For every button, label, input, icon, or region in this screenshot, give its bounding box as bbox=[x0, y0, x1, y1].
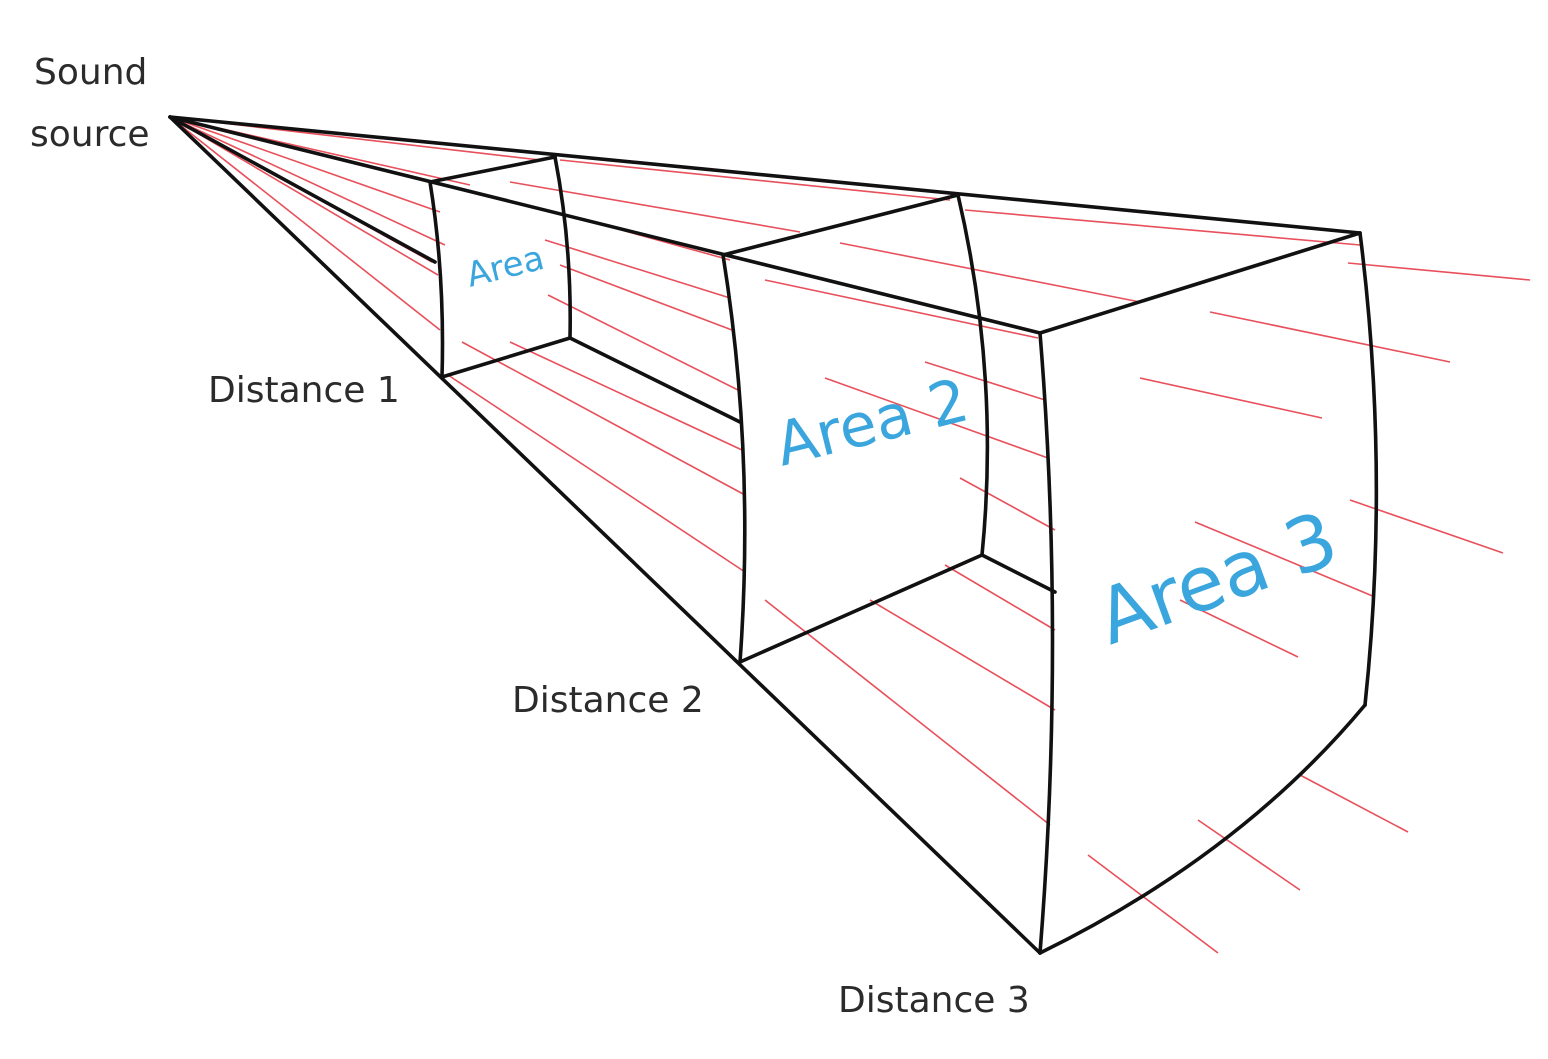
inner-edge-lower-3 bbox=[980, 553, 1057, 594]
sound-ray bbox=[1197, 819, 1301, 891]
box2-bottom-edge bbox=[738, 553, 984, 664]
sound-ray bbox=[1299, 774, 1409, 833]
box2-front-face bbox=[721, 253, 747, 664]
area-1-label: Area bbox=[463, 238, 549, 296]
distance-2-label: Distance 2 bbox=[512, 680, 704, 721]
sound-ray bbox=[559, 264, 733, 331]
sound-ray bbox=[169, 116, 446, 246]
sound-ray bbox=[509, 181, 801, 233]
sound-ray bbox=[964, 209, 1361, 246]
sound-ray bbox=[764, 279, 1039, 339]
sound-ray bbox=[559, 159, 951, 201]
area-3-label: Area 3 bbox=[1086, 494, 1349, 662]
sound-ray bbox=[1209, 311, 1451, 363]
outer-edge-top bbox=[168, 115, 1362, 235]
labels: Sound source Distance 1 Distance 2 Dista… bbox=[30, 52, 1349, 1021]
box1-bottom-edge bbox=[440, 336, 572, 379]
sound-ray bbox=[1087, 854, 1219, 954]
inner-edge-lower-2 bbox=[568, 336, 742, 424]
box3-right-edge bbox=[1358, 231, 1379, 707]
sound-rays bbox=[169, 116, 1531, 954]
sound-ray bbox=[1179, 599, 1299, 658]
sound-ray bbox=[1194, 521, 1376, 598]
box1-top-edge bbox=[428, 155, 557, 184]
sound-ray bbox=[1347, 262, 1531, 281]
sound-ray bbox=[869, 599, 1056, 711]
sound-ray bbox=[839, 242, 1141, 303]
outer-edge-bottom bbox=[168, 115, 1042, 955]
sound-ray bbox=[509, 341, 743, 451]
distance-1-label: Distance 1 bbox=[208, 370, 400, 411]
sound-ray bbox=[544, 239, 731, 299]
area-2-label: Area 2 bbox=[769, 365, 975, 480]
sound-ray bbox=[824, 377, 1049, 459]
sound-ray bbox=[547, 294, 739, 391]
sound-ray bbox=[461, 341, 746, 496]
box3-front-left bbox=[1038, 331, 1055, 955]
box3-top-edge bbox=[1038, 231, 1362, 335]
sound-ray bbox=[1139, 377, 1323, 419]
inner-edge-lower bbox=[168, 115, 437, 264]
sound-ray bbox=[447, 374, 746, 573]
box1-front-face bbox=[428, 180, 445, 379]
box2-back-edge bbox=[956, 193, 990, 557]
sound-ray bbox=[1349, 499, 1504, 554]
sound-ray bbox=[959, 477, 1056, 531]
sound-ray bbox=[169, 116, 441, 213]
distance-3-label: Distance 3 bbox=[838, 980, 1030, 1021]
box2-top-edge bbox=[721, 193, 960, 257]
box1-back-edge bbox=[553, 155, 572, 340]
sound-source-label-line1: Sound bbox=[34, 52, 147, 93]
sound-ray bbox=[169, 116, 441, 331]
inner-edge-upper bbox=[168, 115, 1042, 335]
sound-source-label-line2: source bbox=[30, 114, 150, 155]
sound-ray bbox=[764, 599, 1051, 826]
box3-bottom-edge bbox=[1038, 703, 1367, 955]
frustum-edges bbox=[168, 115, 1379, 955]
sound-ray bbox=[944, 564, 1056, 631]
